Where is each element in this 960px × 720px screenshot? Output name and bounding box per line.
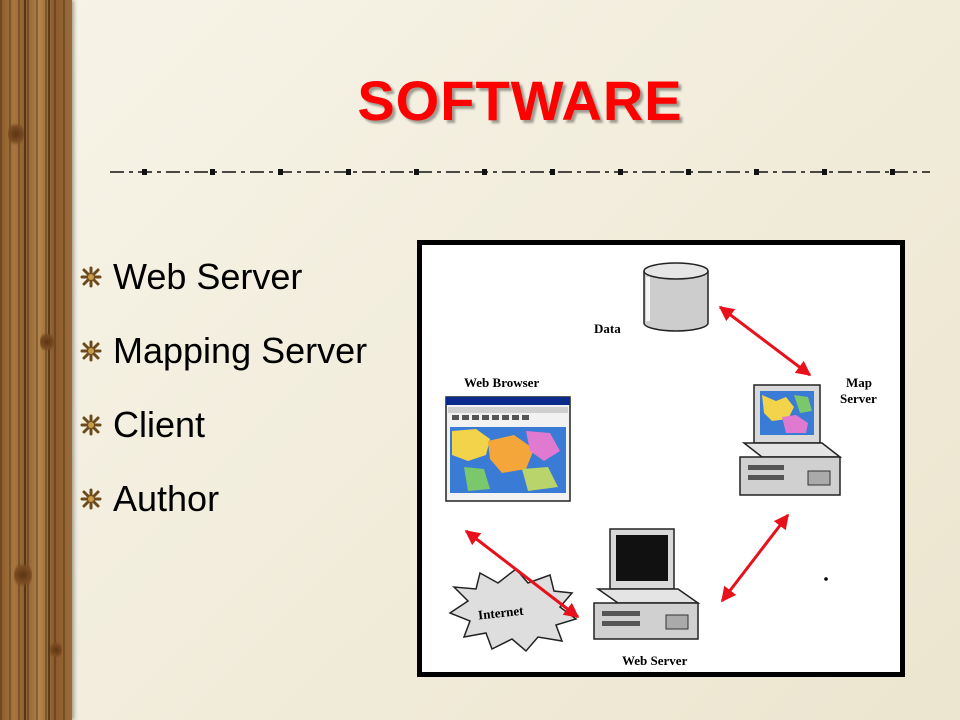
arrow-data-map-server	[718, 305, 812, 377]
asterisk-bullet-icon	[80, 340, 102, 362]
label-server: Server	[840, 391, 877, 406]
database-icon	[643, 262, 709, 332]
arrow-map-server-web-server	[720, 513, 790, 603]
wood-knot	[40, 330, 54, 354]
bullet-item: Mapping Server	[80, 329, 367, 373]
architecture-diagram: Data Map Server	[417, 240, 905, 677]
web-browser-window-icon	[445, 396, 571, 502]
asterisk-bullet-icon	[80, 414, 102, 436]
wood-knot	[14, 560, 32, 590]
arrow-browser-web-server	[464, 529, 580, 619]
asterisk-bullet-icon	[80, 266, 102, 288]
label-map: Map	[846, 375, 872, 390]
dashed-divider	[110, 169, 930, 175]
bullet-label: Author	[113, 478, 220, 519]
diagram-canvas: Data Map Server	[445, 262, 877, 668]
label-web-browser: Web Browser	[464, 375, 539, 390]
asterisk-bullet-icon	[80, 488, 102, 510]
map-server-computer-icon	[739, 384, 843, 496]
wood-seam	[48, 0, 50, 720]
wood-side-strip	[0, 0, 72, 720]
wood-knot	[50, 640, 62, 660]
bullet-item: Author	[80, 477, 219, 521]
bullet-item: Client	[80, 403, 205, 447]
wood-seam	[24, 0, 26, 720]
bullet-item: Web Server	[80, 255, 302, 299]
label-web-server: Web Server	[622, 653, 688, 668]
label-data: Data	[594, 321, 621, 336]
bullet-label: Web Server	[113, 256, 303, 297]
wood-knot	[8, 120, 24, 148]
stray-dot	[824, 577, 828, 581]
web-server-computer-icon	[593, 528, 701, 640]
bullet-label: Client	[113, 404, 206, 445]
bullet-label: Mapping Server	[113, 330, 368, 371]
slide-title: SOFTWARE	[357, 69, 683, 132]
